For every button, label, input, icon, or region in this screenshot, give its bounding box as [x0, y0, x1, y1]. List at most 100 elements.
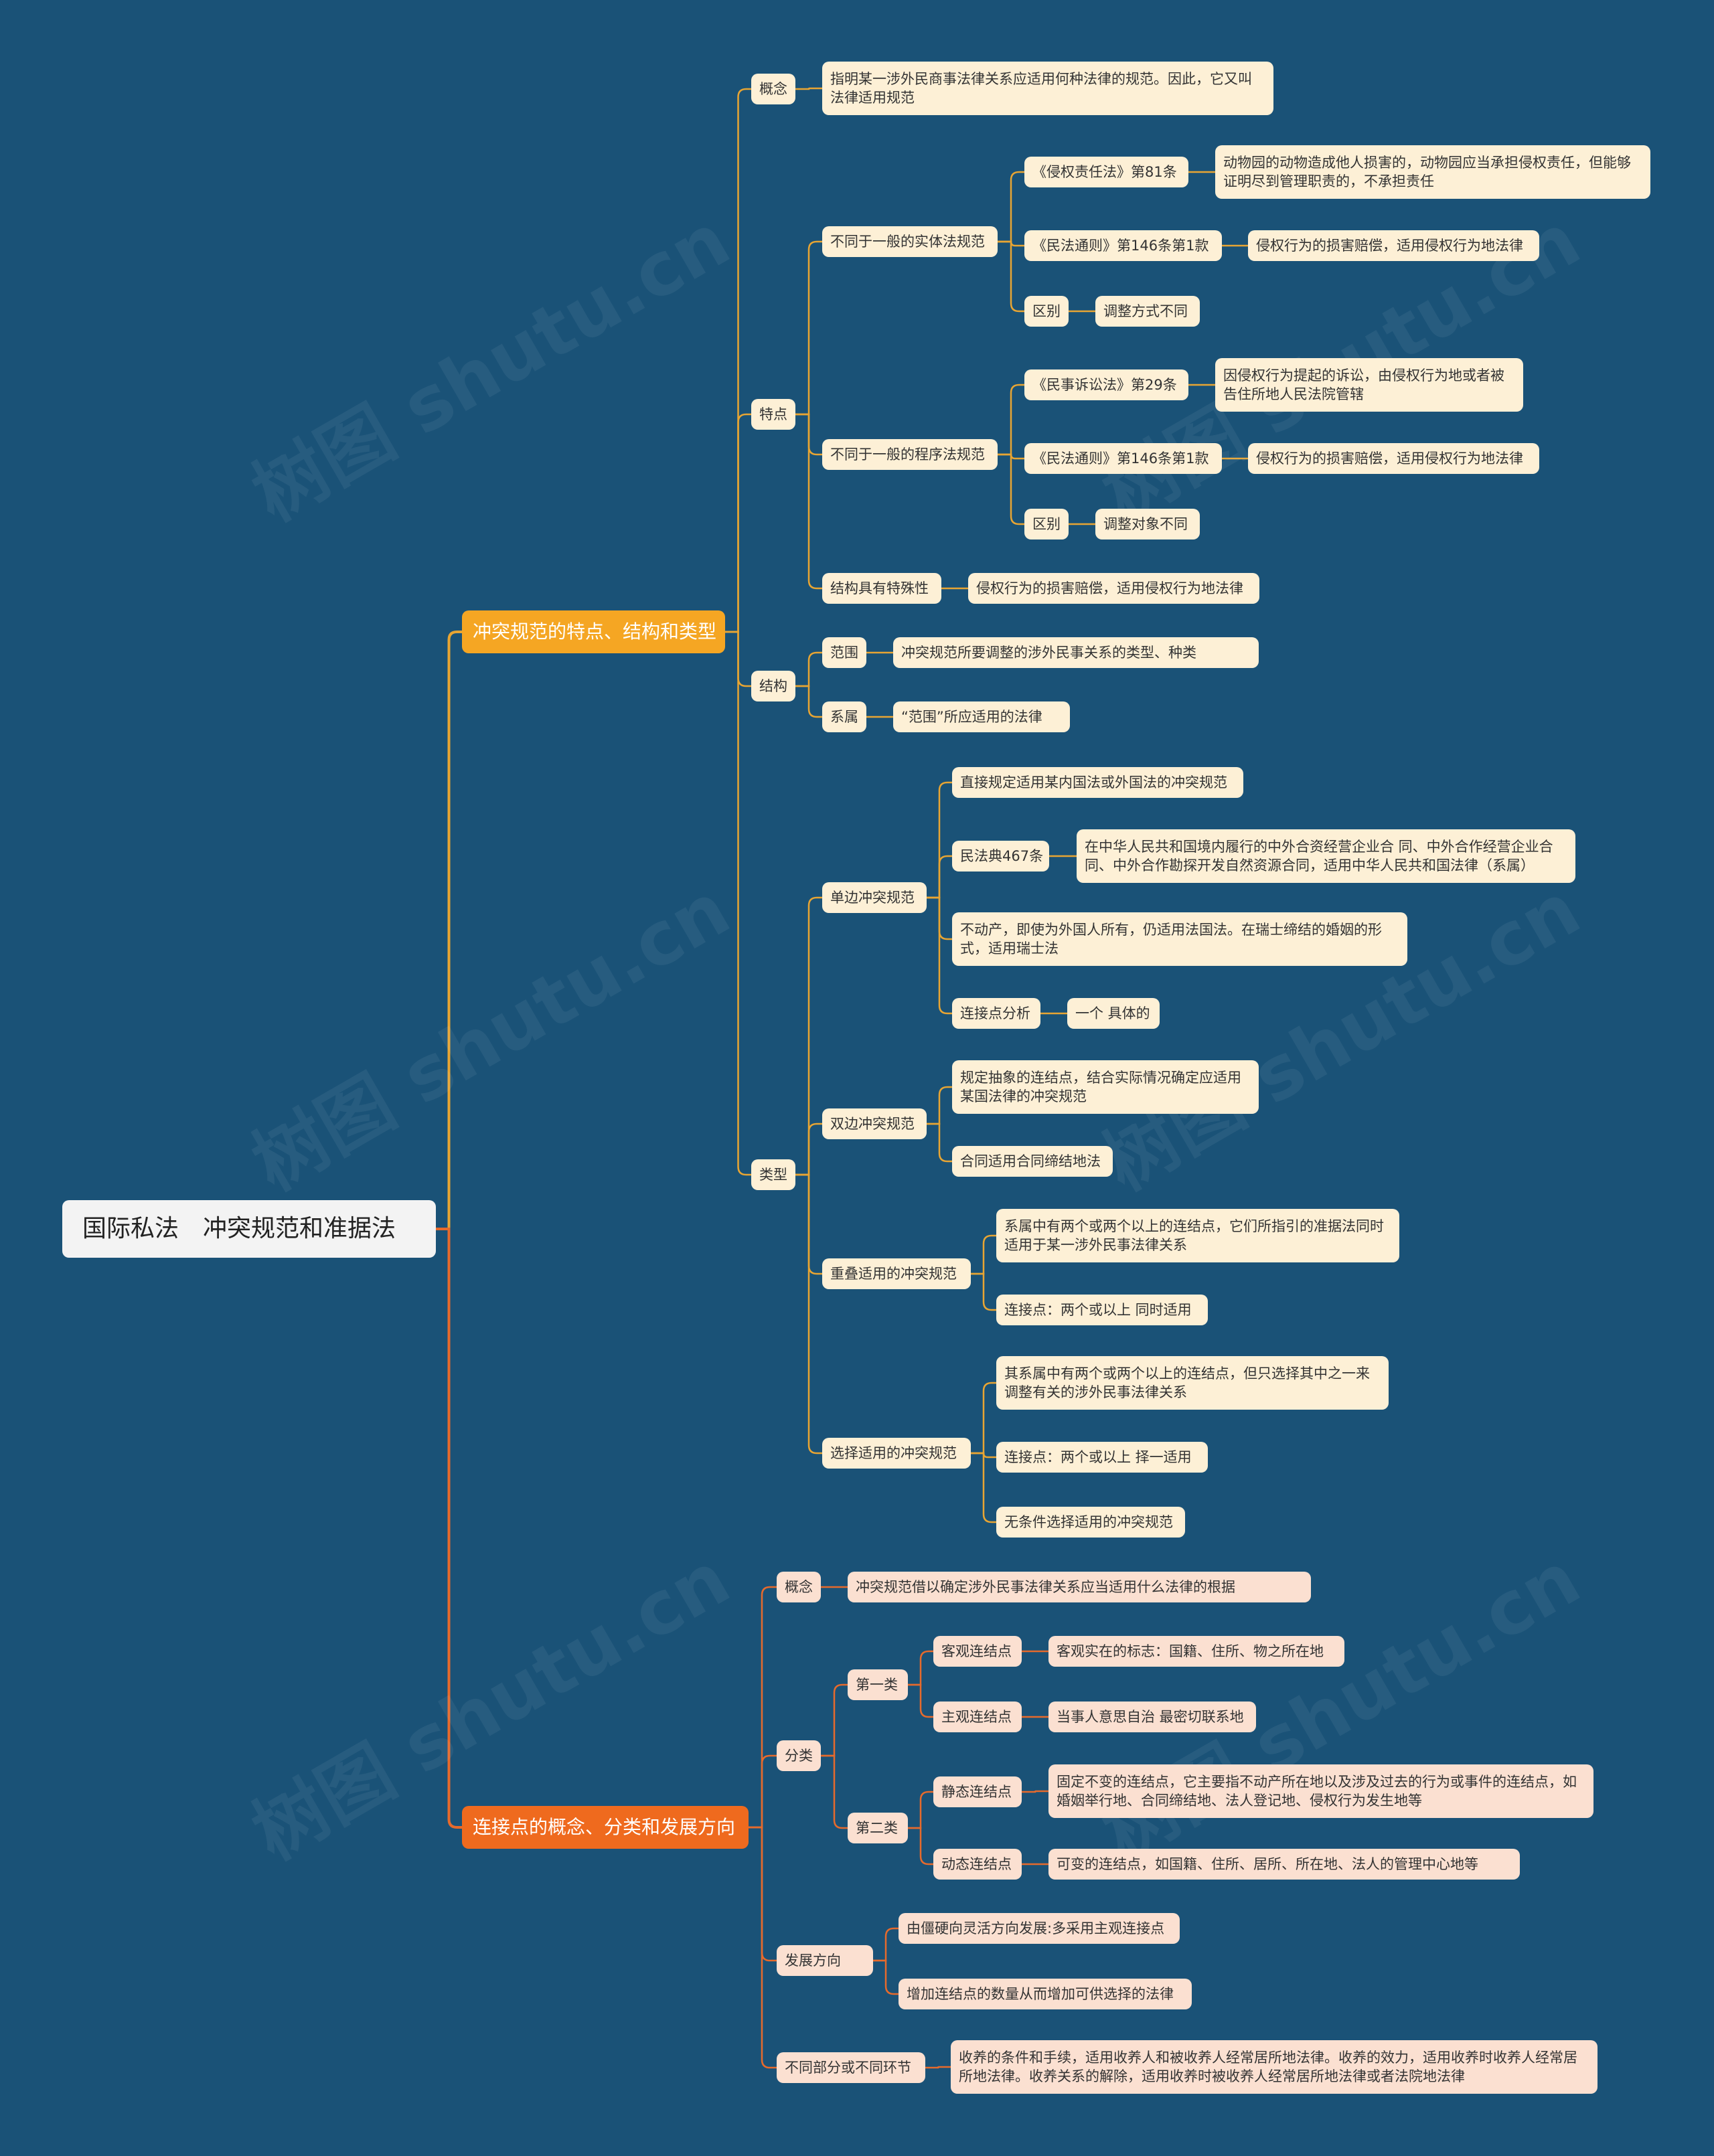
node-point-analysis-text[interactable]: 一个 具体的	[1067, 998, 1160, 1029]
node-alternative[interactable]: 选择适用的冲突规范	[822, 1438, 971, 1469]
node-classification[interactable]: 分类	[777, 1740, 821, 1771]
node-link-text[interactable]: “范围”所应适用的法律	[893, 701, 1070, 732]
connector-line	[971, 1382, 996, 1455]
node-scope[interactable]: 范围	[822, 637, 866, 668]
connector-line	[873, 1927, 899, 1962]
node-flexible-direction[interactable]: 由僵硬向灵活方向发展:多采用主观连接点	[899, 1913, 1180, 1944]
root-topic[interactable]: 国际私法 冲突规范和准据法	[62, 1200, 436, 1258]
node-point-analysis[interactable]: 连接点分析	[952, 998, 1040, 1029]
node-special-structure[interactable]: 结构具有特殊性	[822, 573, 941, 604]
node-types[interactable]: 类型	[751, 1159, 795, 1190]
connector-line	[908, 1791, 933, 1829]
node-difference-text[interactable]: 调整对象不同	[1095, 509, 1200, 540]
connector-line	[998, 240, 1024, 313]
connector-line	[749, 1586, 777, 1829]
node-contract-place[interactable]: 合同适用合同缔结地法	[952, 1146, 1113, 1177]
node-subjective-point[interactable]: 主观连结点	[933, 1702, 1022, 1732]
node-civil-code-467-text[interactable]: 在中华人民共和国境内履行的中外合资经营企业合 同、中外合作经营企业合同、中外合作…	[1077, 829, 1575, 883]
node-tort-law-81[interactable]: 《侵权责任法》第81条	[1024, 157, 1188, 187]
node-static-point[interactable]: 静态连结点	[933, 1776, 1022, 1807]
node-bilateral[interactable]: 双边冲突规范	[822, 1108, 927, 1139]
node-objective-point-text[interactable]: 客观实在的标志：国籍、住所、物之所在地	[1048, 1636, 1344, 1667]
connector-line	[795, 240, 822, 416]
connector-line	[998, 384, 1024, 456]
node-civil-code-467[interactable]: 民法典467条	[952, 841, 1049, 872]
node-difference[interactable]: 区别	[1024, 509, 1069, 540]
node-concept[interactable]: 概念	[751, 74, 795, 104]
node-not-procedural[interactable]: 不同于一般的程序法规范	[822, 439, 998, 470]
node-alternative-points[interactable]: 连接点：两个或以上 择一适用	[996, 1442, 1208, 1473]
node-link[interactable]: 系属	[822, 701, 866, 732]
node-cumulative-desc[interactable]: 系属中有两个或两个以上的连结点，它们所指引的准据法同时适用于某一涉外民事法律关系	[996, 1209, 1399, 1262]
connector-line	[1022, 1790, 1048, 1793]
node-civil-law-146[interactable]: 《民法通则》第146条第1款	[1024, 230, 1222, 261]
connector-line	[436, 631, 462, 1230]
node-civil-law-146-text[interactable]: 侵权行为的损害赔偿，适用侵权行为地法律	[1248, 443, 1539, 474]
connector-line	[873, 1959, 899, 1995]
connector-line	[908, 1683, 933, 1718]
connector-line	[725, 631, 751, 1176]
connector-line	[998, 171, 1024, 243]
branch-conflict-rules[interactable]: 冲突规范的特点、结构和类型	[462, 610, 725, 653]
connector-line	[927, 1086, 952, 1125]
node-difference[interactable]: 区别	[1024, 296, 1069, 327]
connector-line	[795, 896, 822, 1176]
connector-line	[998, 453, 1024, 525]
node-civil-law-146-text[interactable]: 侵权行为的损害赔偿，适用侵权行为地法律	[1248, 230, 1539, 261]
node-unconditional-choice[interactable]: 无条件选择适用的冲突规范	[996, 1507, 1185, 1538]
connector-line	[749, 1826, 777, 2069]
connector-line	[795, 1123, 822, 1176]
node-realty-rule[interactable]: 不动产，即使为外国人所有，仍适用法国法。在瑞士缔结的婚姻的形式，适用瑞士法	[952, 912, 1407, 966]
connector-line	[971, 1234, 996, 1275]
node-dynamic-point-text[interactable]: 可变的连结点，如国籍、住所、居所、所在地、法人的管理中心地等	[1048, 1849, 1520, 1880]
node-civil-law-146[interactable]: 《民法通则》第146条第1款	[1024, 443, 1222, 474]
node-dynamic-point[interactable]: 动态连结点	[933, 1849, 1022, 1880]
node-first-class[interactable]: 第一类	[848, 1669, 908, 1700]
node-structure[interactable]: 结构	[751, 671, 795, 701]
node-unilateral-direct[interactable]: 直接规定适用某内国法或外国法的冲突规范	[952, 767, 1243, 798]
connector-line	[971, 1272, 996, 1311]
connector-line	[927, 781, 952, 899]
node-different-parts[interactable]: 不同部分或不同环节	[777, 2052, 925, 2083]
node-bilateral-abstract[interactable]: 规定抽象的连结点，结合实际情况确定应适用某国法律的冲突规范	[952, 1060, 1259, 1114]
connector-line	[927, 896, 952, 1015]
connector-line	[749, 1754, 777, 1829]
node-subjective-point-text[interactable]: 当事人意思自治 最密切联系地	[1048, 1702, 1256, 1732]
node-features[interactable]: 特点	[751, 399, 795, 430]
node-static-point-text[interactable]: 固定不变的连结点，它主要指不动产所在地以及涉及过去的行为或事件的连结点，如婚姻举…	[1048, 1764, 1593, 1818]
node-civil-procedure-29[interactable]: 《民事诉讼法》第29条	[1024, 369, 1188, 400]
connector-line	[795, 413, 822, 590]
connector-line	[725, 88, 751, 633]
node-not-substantive[interactable]: 不同于一般的实体法规范	[822, 226, 998, 257]
connector-line	[725, 413, 751, 633]
node-direction[interactable]: 发展方向	[777, 1945, 873, 1976]
connector-line	[795, 651, 822, 687]
node-difference-text[interactable]: 调整方式不同	[1095, 296, 1200, 327]
connector-line	[821, 1754, 848, 1829]
connector-line	[795, 1173, 822, 1455]
connector-line	[908, 1827, 933, 1865]
connector-line	[927, 855, 952, 899]
node-concept-text[interactable]: 冲突规范借以确定涉外民事法律关系应当适用什么法律的根据	[848, 1572, 1311, 1602]
node-concept[interactable]: 概念	[777, 1572, 821, 1602]
connector-line	[908, 1650, 933, 1686]
connector-line	[436, 1228, 462, 1829]
node-concept-text[interactable]: 指明某一涉外民商事法律关系应适用何种法律的规范。因此，它又叫法律适用规范	[822, 62, 1273, 115]
connector-line	[795, 87, 822, 90]
connector-line	[795, 685, 822, 718]
node-second-class[interactable]: 第二类	[848, 1813, 908, 1843]
node-cumulative[interactable]: 重叠适用的冲突规范	[822, 1258, 971, 1289]
node-special-structure-text[interactable]: 侵权行为的损害赔偿，适用侵权行为地法律	[968, 573, 1259, 604]
branch-connecting-points[interactable]: 连接点的概念、分类和发展方向	[462, 1806, 749, 1849]
connector-line	[971, 1452, 996, 1523]
node-tort-law-81-text[interactable]: 动物园的动物造成他人损害的，动物园应当承担侵权责任，但能够证明尽到管理职责的，不…	[1215, 145, 1650, 199]
node-objective-point[interactable]: 客观连结点	[933, 1636, 1022, 1667]
node-civil-procedure-29-text[interactable]: 因侵权行为提起的诉讼，由侵权行为地或者被告住所地人民法院管辖	[1215, 358, 1523, 412]
node-cumulative-points[interactable]: 连接点：两个或以上 同时适用	[996, 1295, 1208, 1325]
node-scope-text[interactable]: 冲突规范所要调整的涉外民事关系的类型、种类	[893, 637, 1259, 668]
node-different-parts-text[interactable]: 收养的条件和手续，适用收养人和被收养人经常居所地法律。收养的效力，适用收养时收养…	[951, 2040, 1598, 2094]
node-alternative-desc[interactable]: 其系属中有两个或两个以上的连结点，但只选择其中之一来调整有关的涉外民事法律关系	[996, 1356, 1389, 1410]
node-unilateral[interactable]: 单边冲突规范	[822, 882, 927, 913]
node-increase-points[interactable]: 增加连结点的数量从而增加可供选择的法律	[899, 1979, 1192, 2009]
